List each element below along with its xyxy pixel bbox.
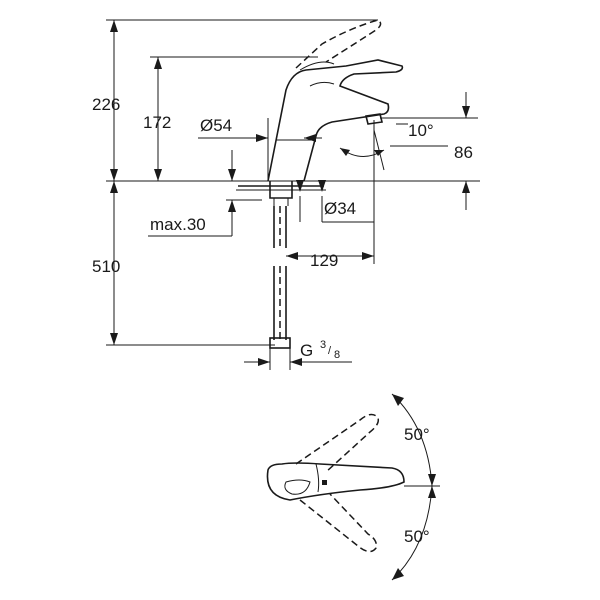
thread-letter: G — [300, 341, 313, 360]
dim-172-label: 172 — [143, 113, 171, 132]
thread-numerator: 3 — [320, 339, 326, 351]
hose — [269, 206, 291, 349]
lever-top-outline — [266, 462, 405, 501]
dim-max30-label: max.30 — [150, 215, 206, 234]
dim-510-label: 510 — [92, 257, 120, 276]
dim-d54: Ø54 — [198, 116, 322, 181]
dim-10deg-label: 10° — [408, 121, 434, 140]
dim-129: 129 — [286, 120, 375, 270]
dim-50-top-label: 50° — [404, 425, 430, 444]
side-view: 226 172 510 Ø54 — [92, 19, 480, 370]
thread-slash: / — [328, 345, 332, 357]
dim-50-bottom-label: 50° — [404, 527, 430, 546]
top-view: 50° 50° — [266, 393, 440, 581]
dim-129-label: 129 — [310, 251, 338, 270]
faucet-body — [267, 59, 404, 182]
dim-10deg: 10° — [339, 121, 434, 171]
dim-226: 226 — [92, 20, 120, 181]
dim-d54-label: Ø54 — [200, 116, 232, 135]
lever-rotated-up — [295, 413, 380, 473]
lever-raised — [295, 19, 382, 69]
dim-d34-label: Ø34 — [324, 199, 356, 218]
dim-86: 86 — [380, 92, 478, 210]
thread-denominator: 8 — [334, 349, 340, 361]
dim-50-top: 50° — [391, 393, 436, 487]
dim-max30: max.30 — [148, 150, 262, 237]
dim-50-bottom: 50° — [391, 485, 436, 581]
dim-86-label: 86 — [454, 143, 473, 162]
dim-172: 172 — [143, 57, 171, 181]
dim-226-label: 226 — [92, 95, 120, 114]
mounting — [236, 180, 326, 206]
dim-510: 510 — [92, 181, 120, 345]
lever-rotated-down — [299, 493, 378, 553]
dim-thread: G 3 / 8 — [244, 339, 352, 370]
